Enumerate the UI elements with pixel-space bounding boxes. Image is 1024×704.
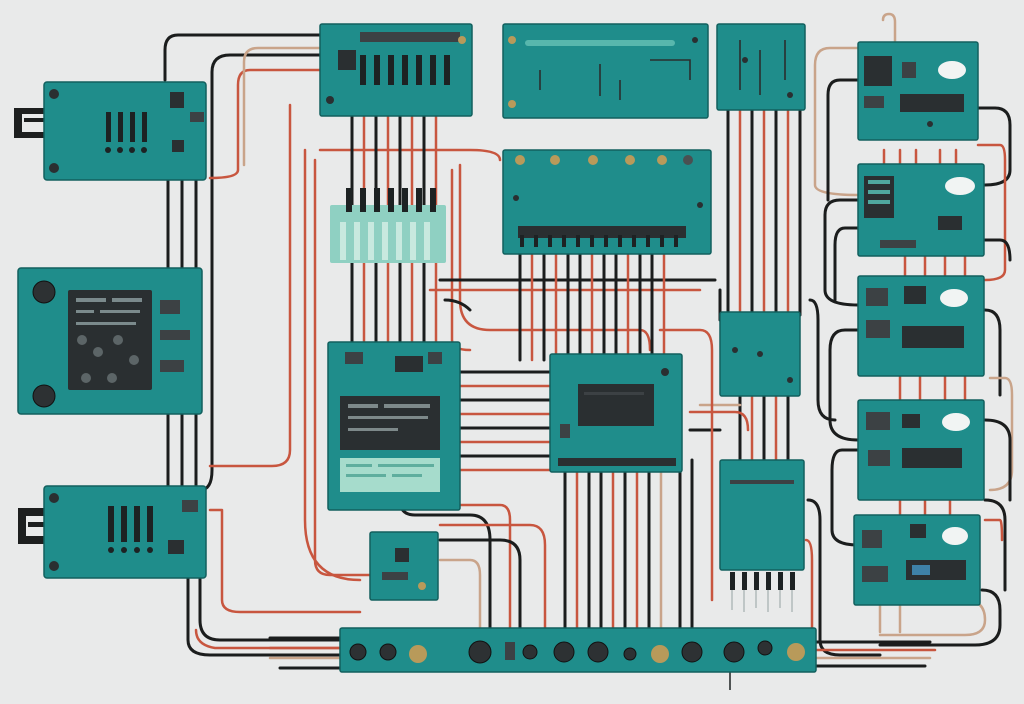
module-pale-connector [330,188,446,263]
bottom-outputs [268,636,937,690]
module-center-upper [502,149,712,255]
module-right-2 [857,163,985,257]
panel-top-right-narrow [716,23,806,111]
module-right-column-low [719,459,805,612]
module-top-center [319,23,473,117]
module-right-4 [857,399,985,501]
module-right-3 [857,275,985,377]
bundle-right-column [658,108,802,602]
module-left-middle [17,267,203,415]
module-right-5 [853,514,981,606]
module-small-center [369,531,439,601]
wiring-layer [163,12,1014,690]
feeds-middle [453,370,562,472]
module-left-top [14,81,207,181]
module-right-column-mid [719,311,801,397]
bundle-center [518,238,666,362]
module-chip-board [549,353,683,473]
panel-top-wide [502,23,709,119]
module-left-bottom [18,485,207,579]
terminal-strip-bottom [339,627,817,673]
module-right-1 [857,41,979,141]
module-display-board [327,341,461,511]
bundle-right-modules [804,12,1014,657]
